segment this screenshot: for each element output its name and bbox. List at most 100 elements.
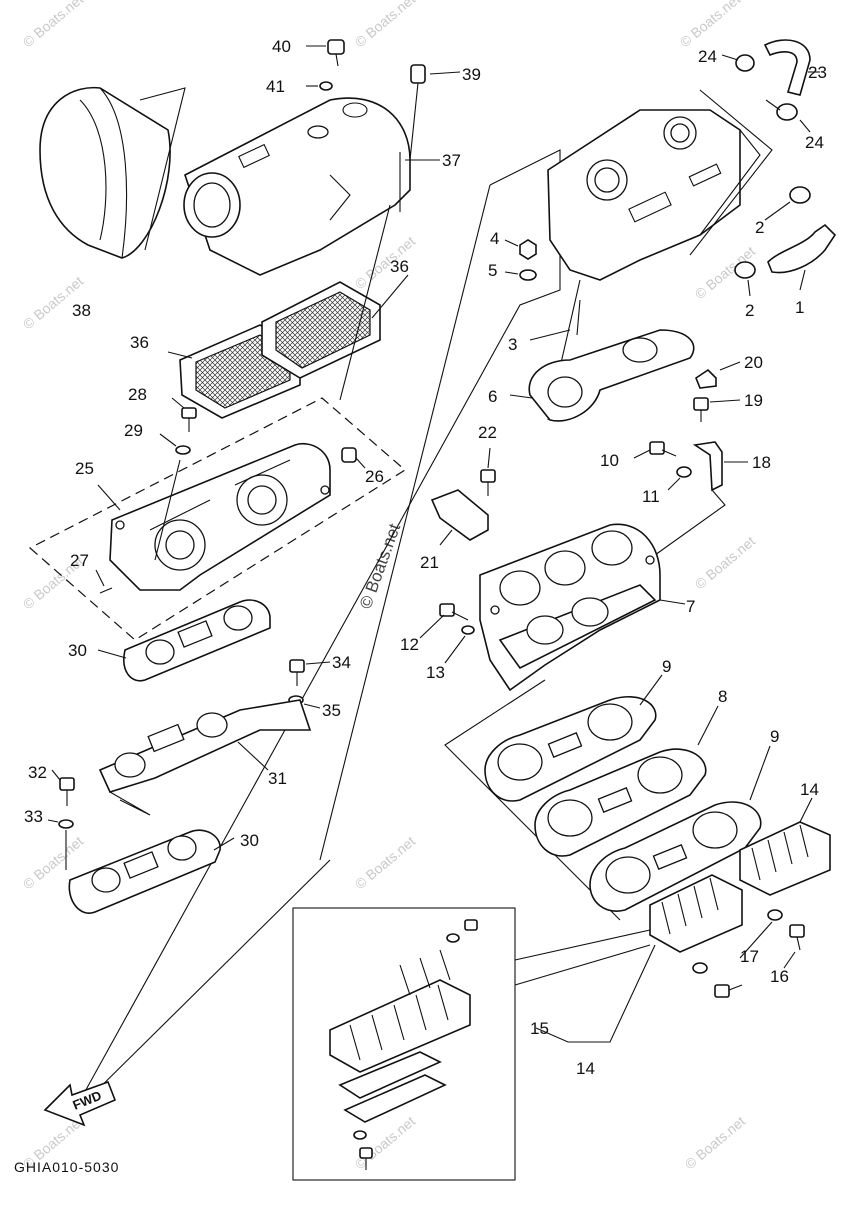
leader-10 [633,449,651,459]
leader-29 [159,433,177,447]
callout-16: 16 [770,967,789,986]
part-28-bolt[interactable] [181,407,197,432]
callout-32: 32 [28,763,47,782]
part-9-gasket-lower[interactable] [589,801,762,912]
part-6-gasket[interactable] [528,329,695,422]
part-4-nut[interactable] [519,239,537,260]
leader-16 [783,951,796,969]
callout-23: 23 [808,63,827,82]
callout-9a: 9 [662,657,671,676]
leader-30b [213,837,235,851]
part-32-bolt[interactable] [59,777,75,806]
part-34-bolt[interactable] [289,659,305,686]
part-18-bracket[interactable] [692,441,723,492]
part-1-hose[interactable] [767,223,837,274]
part-24-clamp-top[interactable] [735,54,755,72]
leader-12 [419,614,445,639]
part-24-clamp-mid[interactable] [765,99,798,121]
callout-15: 15 [530,1019,549,1038]
leader-32 [51,769,61,781]
callout-labels: 1 2 2 3 4 5 6 7 8 9 9 10 11 12 13 14 14 … [24,37,827,1078]
callout-12: 12 [400,635,419,654]
callout-18: 18 [752,453,771,472]
leader-29-drop [154,459,181,561]
leader-18-to-7 [654,489,726,556]
part-17-washer-lower[interactable] [692,962,708,974]
part-2-clamp-lower[interactable] [734,261,756,279]
part-41-washer[interactable] [319,81,333,91]
part-22-bolt[interactable] [480,469,496,496]
callout-2a: 2 [755,218,764,237]
leader-35 [303,703,321,709]
leader-20 [719,361,741,371]
callout-27: 27 [70,551,89,570]
part-2-clamp-upper[interactable] [789,186,811,204]
part-33-washer[interactable] [58,819,74,829]
part-17-washer-upper[interactable] [767,909,783,921]
callout-19: 19 [744,391,763,410]
callout-13: 13 [426,663,445,682]
part-16-screw-lower[interactable] [714,984,743,998]
part-37-silencer[interactable] [183,97,411,276]
carburetor-assembly[interactable] [547,109,761,281]
callout-30a: 30 [68,641,87,660]
part-30-gasket-lower[interactable] [68,829,221,914]
callout-37: 37 [442,151,461,170]
part-27-stud[interactable] [99,587,113,594]
leader-24-carb [689,89,773,256]
part-30-gasket-upper[interactable] [123,599,271,682]
part-20-cap[interactable] [695,368,717,389]
part-39-bolt[interactable] [409,64,426,161]
part-9-gasket-upper[interactable] [484,695,657,802]
callout-33: 33 [24,807,43,826]
callout-28: 28 [128,385,147,404]
watermark-text: © Boats.net [677,0,744,50]
part-3-stud[interactable] [576,299,581,336]
part-38-intake-boot[interactable] [39,86,171,259]
callout-22: 22 [478,423,497,442]
leader-34 [305,661,331,665]
leader-38-bracket [139,87,186,251]
callout-35: 35 [322,701,341,720]
part-14-reed-valve-left[interactable] [649,874,743,953]
leader-9b [749,745,771,801]
part-5-washer[interactable] [519,269,537,281]
part-11-washer[interactable] [676,466,692,478]
part-15-reed-detail[interactable] [329,919,478,1170]
part-31-plate[interactable] [98,699,312,816]
part-16-screw-upper[interactable] [789,924,805,951]
detail-box-15 [292,907,651,1181]
callout-26: 26 [365,467,384,486]
leader-5 [504,271,519,275]
part-13-washer[interactable] [461,625,475,635]
part-40-screw[interactable] [327,39,345,67]
leader-2b [747,279,751,297]
part-26-grommet[interactable] [341,447,357,463]
part-29-washer[interactable] [175,445,191,455]
part-36-screen[interactable] [179,281,381,419]
part-21-bracket[interactable] [430,489,489,541]
diagram-code: GHIA010-5030 [14,1159,119,1175]
part-7-intake-manifold[interactable] [479,523,661,692]
part-19-screw[interactable] [693,397,709,422]
callout-34: 34 [332,653,351,672]
part-25-base-plate[interactable] [109,443,331,591]
callout-40: 40 [272,37,291,56]
leader-37-to-36 [339,204,391,401]
callout-14a: 14 [800,780,819,799]
part-23-hose[interactable] [763,39,811,96]
leader-3 [529,329,571,341]
leader-9a [639,674,663,706]
watermark-text: © Boats.net [692,533,759,592]
part-8-gasket[interactable] [534,748,707,857]
callout-20: 20 [744,353,763,372]
callout-8: 8 [718,687,727,706]
part-10-bolt[interactable] [649,441,677,457]
callout-4: 4 [490,229,499,248]
leader-30a [97,649,127,659]
callout-38: 38 [72,301,91,320]
callout-10: 10 [600,451,619,470]
watermark-text: © Boats.net [682,1113,749,1172]
part-12-bolt[interactable] [439,603,469,621]
